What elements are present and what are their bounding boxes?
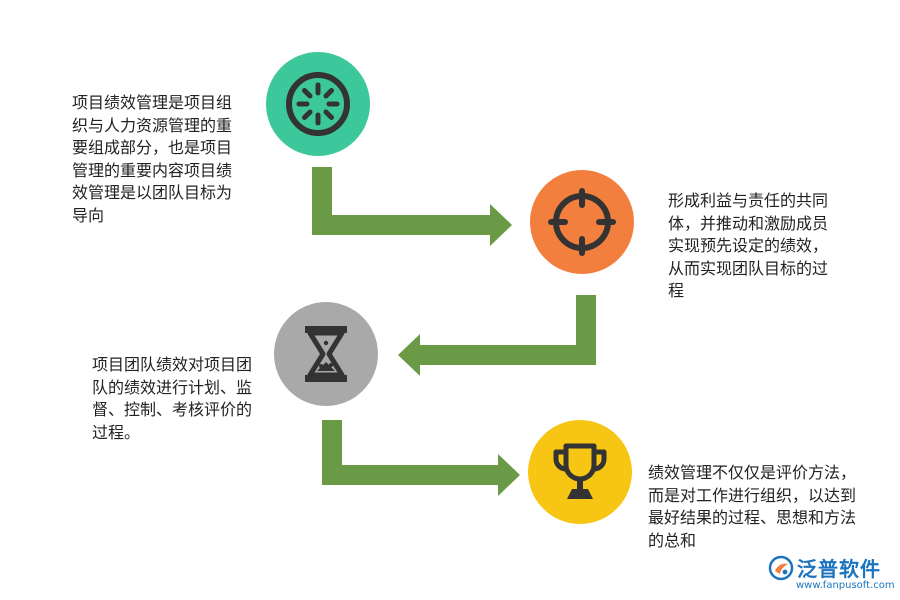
connector-arrow-2 bbox=[398, 295, 596, 376]
step-2-text: 形成利益与责任的共同体，并推动和激励成员实现预先设定的绩效，从而实现团队目标的过… bbox=[668, 191, 829, 300]
step-4-text: 绩效管理不仅仅是评价方法，而是对工作进行组织，以达到最好结果的过程、思想和方法的… bbox=[648, 463, 857, 550]
connector-arrow-3 bbox=[322, 420, 520, 496]
logo-icon bbox=[768, 555, 794, 580]
brand-logo: 泛普软件 www.fanpusoft.com bbox=[768, 553, 896, 597]
step-3-circle bbox=[274, 302, 378, 406]
connector-arrow-1 bbox=[312, 167, 512, 246]
step-2-circle bbox=[530, 170, 634, 274]
hourglass-icon bbox=[305, 326, 347, 382]
step-1-circle bbox=[266, 52, 370, 156]
logo-url: www.fanpusoft.com bbox=[796, 580, 895, 591]
crosshair-target-icon bbox=[548, 188, 616, 256]
trophy-icon bbox=[553, 443, 607, 499]
step-1-text: 项目绩效管理是项目组织与人力资源管理的重要组成部分，也是项目管理的重要内容项目绩… bbox=[72, 93, 233, 225]
step-4-circle bbox=[528, 420, 632, 524]
logo-name: 泛普软件 bbox=[797, 557, 881, 581]
step-3-text: 项目团队绩效对项目团队的绩效进行计划、监督、控制、考核评价的过程。 bbox=[92, 355, 253, 442]
loading-dial-icon bbox=[286, 72, 350, 136]
